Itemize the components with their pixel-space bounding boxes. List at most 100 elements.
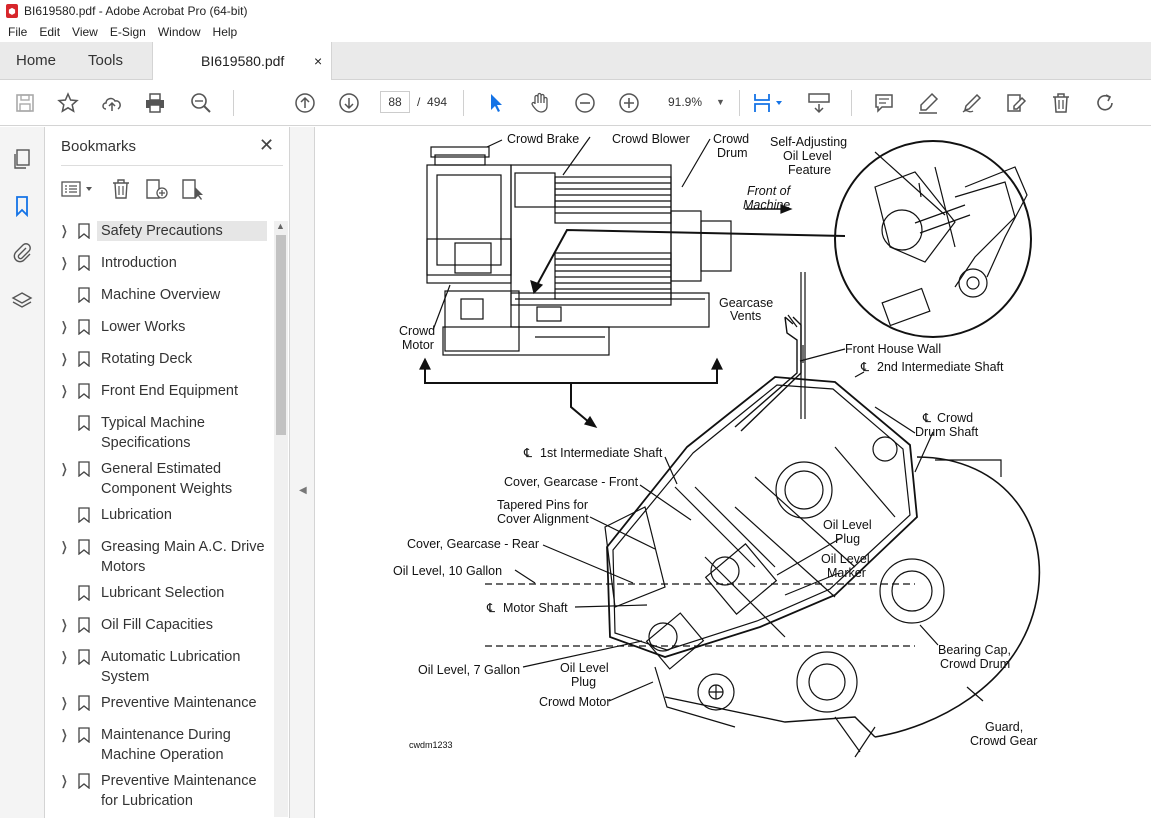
label-gearcase-vents-2: Vents bbox=[730, 309, 761, 323]
label-crowd-drum-shaft-2: Drum Shaft bbox=[915, 425, 979, 439]
page-display-icon[interactable] bbox=[751, 90, 787, 116]
comment-icon[interactable] bbox=[871, 90, 897, 116]
scroll-thumb[interactable] bbox=[276, 235, 286, 435]
label-cover-rear: Cover, Gearcase - Rear bbox=[407, 537, 539, 551]
hand-tool-icon[interactable] bbox=[527, 90, 553, 116]
bookmark-label: Maintenance During Machine Operation bbox=[101, 727, 231, 763]
edit-pdf-icon[interactable] bbox=[1003, 90, 1029, 116]
expand-chevron-icon[interactable]: ❯ bbox=[61, 649, 68, 664]
bookmark-label: General Estimated Component Weights bbox=[101, 461, 233, 497]
label-tapered-1: Tapered Pins for bbox=[497, 498, 588, 512]
rotate-icon[interactable] bbox=[1092, 90, 1118, 116]
page-number-input[interactable]: 88 bbox=[380, 91, 410, 113]
tab-home[interactable]: Home bbox=[16, 52, 57, 69]
document-tab-label: BI619580.pdf bbox=[201, 53, 285, 69]
sign-pen-icon[interactable] bbox=[959, 90, 985, 116]
label-bearing-cap-1: Bearing Cap, bbox=[938, 643, 1011, 657]
zoom-in-icon[interactable] bbox=[616, 90, 642, 116]
bookmarks-panel-icon[interactable] bbox=[10, 194, 34, 218]
expand-chevron-icon[interactable]: ❯ bbox=[61, 255, 68, 270]
bookmark-flag-icon bbox=[78, 383, 90, 399]
label-gearcase-vents-1: Gearcase bbox=[719, 296, 773, 310]
tab-document[interactable]: BI619580.pdf × bbox=[152, 42, 332, 81]
attachments-icon[interactable] bbox=[10, 240, 34, 264]
next-page-icon[interactable] bbox=[336, 90, 362, 116]
panel-collapse-strip[interactable]: ◀ bbox=[290, 127, 315, 818]
new-bookmark-icon[interactable] bbox=[145, 178, 169, 205]
expand-chevron-icon[interactable]: ❯ bbox=[61, 383, 68, 398]
layers-icon[interactable] bbox=[10, 289, 34, 313]
label-centerline-1st: ℄ bbox=[523, 446, 533, 460]
close-panel-icon[interactable]: ✕ bbox=[259, 135, 275, 155]
collapse-arrow-icon[interactable]: ◀ bbox=[299, 485, 307, 496]
menu-window[interactable]: Window bbox=[157, 25, 201, 39]
menu-esign[interactable]: E-Sign bbox=[109, 25, 146, 39]
page-thumbnails-icon[interactable] bbox=[10, 147, 34, 171]
expand-chevron-icon[interactable]: ❯ bbox=[61, 461, 68, 476]
label-crowd-blower: Crowd Blower bbox=[612, 132, 690, 146]
bookmark-label: Machine Overview bbox=[101, 287, 221, 303]
highlight-pen-icon[interactable] bbox=[915, 90, 941, 116]
bookmark-label: Preventive Maintenance for Lubrication bbox=[101, 773, 257, 809]
zoom-value: 91.9% bbox=[668, 95, 703, 109]
scroll-mode-icon[interactable] bbox=[806, 90, 832, 116]
expand-chevron-icon[interactable]: ❯ bbox=[61, 695, 68, 710]
bookmark-flag-icon bbox=[78, 255, 90, 271]
bookmark-label: Typical Machine Specifications bbox=[101, 415, 205, 451]
select-cursor-icon[interactable] bbox=[483, 90, 509, 116]
label-guard-1: Guard, bbox=[985, 720, 1023, 734]
bookmark-flag-icon bbox=[78, 617, 90, 633]
label-tapered-2: Cover Alignment bbox=[497, 512, 589, 526]
save-icon[interactable] bbox=[12, 90, 38, 116]
bookmark-flag-icon bbox=[78, 223, 90, 239]
expand-chevron-icon[interactable]: ❯ bbox=[61, 539, 68, 554]
label-oil-plug-right-1: Oil Level bbox=[823, 518, 872, 532]
drawing-labels: Crowd Brake Crowd Blower Crowd Drum Self… bbox=[393, 132, 1037, 750]
label-crowd-drum-1: Crowd bbox=[713, 132, 749, 146]
expand-chevron-icon[interactable]: ❯ bbox=[61, 727, 68, 742]
label-self-adj-3: Feature bbox=[788, 163, 831, 177]
page-separator: / bbox=[417, 95, 421, 109]
label-self-adj-2: Oil Level bbox=[783, 149, 832, 163]
expand-chevron-icon[interactable]: ❯ bbox=[61, 617, 68, 632]
pdf-app-icon: ⬢ bbox=[6, 4, 18, 18]
total-pages: 494 bbox=[427, 95, 448, 109]
menu-file[interactable]: File bbox=[8, 25, 28, 39]
window-title: BI619580.pdf - Adobe Acrobat Pro (64-bit… bbox=[24, 4, 248, 18]
expand-chevron-icon[interactable]: ❯ bbox=[61, 319, 68, 334]
label-oil-marker-2: Marker bbox=[827, 566, 866, 580]
document-view[interactable]: Crowd Brake Crowd Blower Crowd Drum Self… bbox=[315, 127, 1151, 818]
bookmark-options-icon[interactable] bbox=[61, 179, 95, 204]
scroll-up-icon[interactable]: ▲ bbox=[276, 221, 285, 231]
expand-chevron-icon[interactable]: ❯ bbox=[61, 223, 68, 238]
close-tab-icon[interactable]: × bbox=[314, 53, 323, 69]
delete-icon[interactable] bbox=[1048, 90, 1074, 116]
expand-chevron-icon[interactable]: ❯ bbox=[61, 351, 68, 366]
upload-cloud-icon[interactable] bbox=[99, 90, 125, 116]
delete-bookmark-icon[interactable] bbox=[111, 178, 131, 205]
chevron-down-icon: ▼ bbox=[716, 97, 725, 107]
bookmark-flag-icon bbox=[78, 649, 90, 665]
menu-edit[interactable]: Edit bbox=[39, 25, 61, 39]
menu-view[interactable]: View bbox=[72, 25, 98, 39]
tab-tools[interactable]: Tools bbox=[88, 52, 124, 69]
print-icon[interactable] bbox=[142, 90, 168, 116]
zoom-search-icon[interactable] bbox=[188, 90, 214, 116]
bookmark-from-selection-icon[interactable] bbox=[181, 178, 205, 205]
zoom-level-select[interactable]: 91.9% ▼ bbox=[660, 91, 726, 113]
bookmark-star-icon[interactable] bbox=[55, 90, 81, 116]
previous-page-icon[interactable] bbox=[292, 90, 318, 116]
label-crowd-drum-shaft-1: Crowd bbox=[937, 411, 973, 425]
label-crowd-motor-top-1: Crowd bbox=[399, 324, 435, 338]
menu-help[interactable]: Help bbox=[212, 25, 238, 39]
tab-bar: Home Tools BI619580.pdf × bbox=[0, 42, 1151, 81]
bookmark-label: Introduction bbox=[101, 255, 177, 271]
bookmarks-scrollbar[interactable]: ▲ bbox=[274, 221, 288, 817]
label-oil-plug-left-2: Plug bbox=[571, 675, 596, 689]
bookmark-flag-icon bbox=[78, 287, 90, 303]
zoom-out-icon[interactable] bbox=[572, 90, 598, 116]
expand-chevron-icon[interactable]: ❯ bbox=[61, 773, 68, 788]
label-crowd-motor-top-2: Motor bbox=[402, 338, 434, 352]
left-rail bbox=[0, 127, 45, 818]
bookmark-flag-icon bbox=[78, 695, 90, 711]
